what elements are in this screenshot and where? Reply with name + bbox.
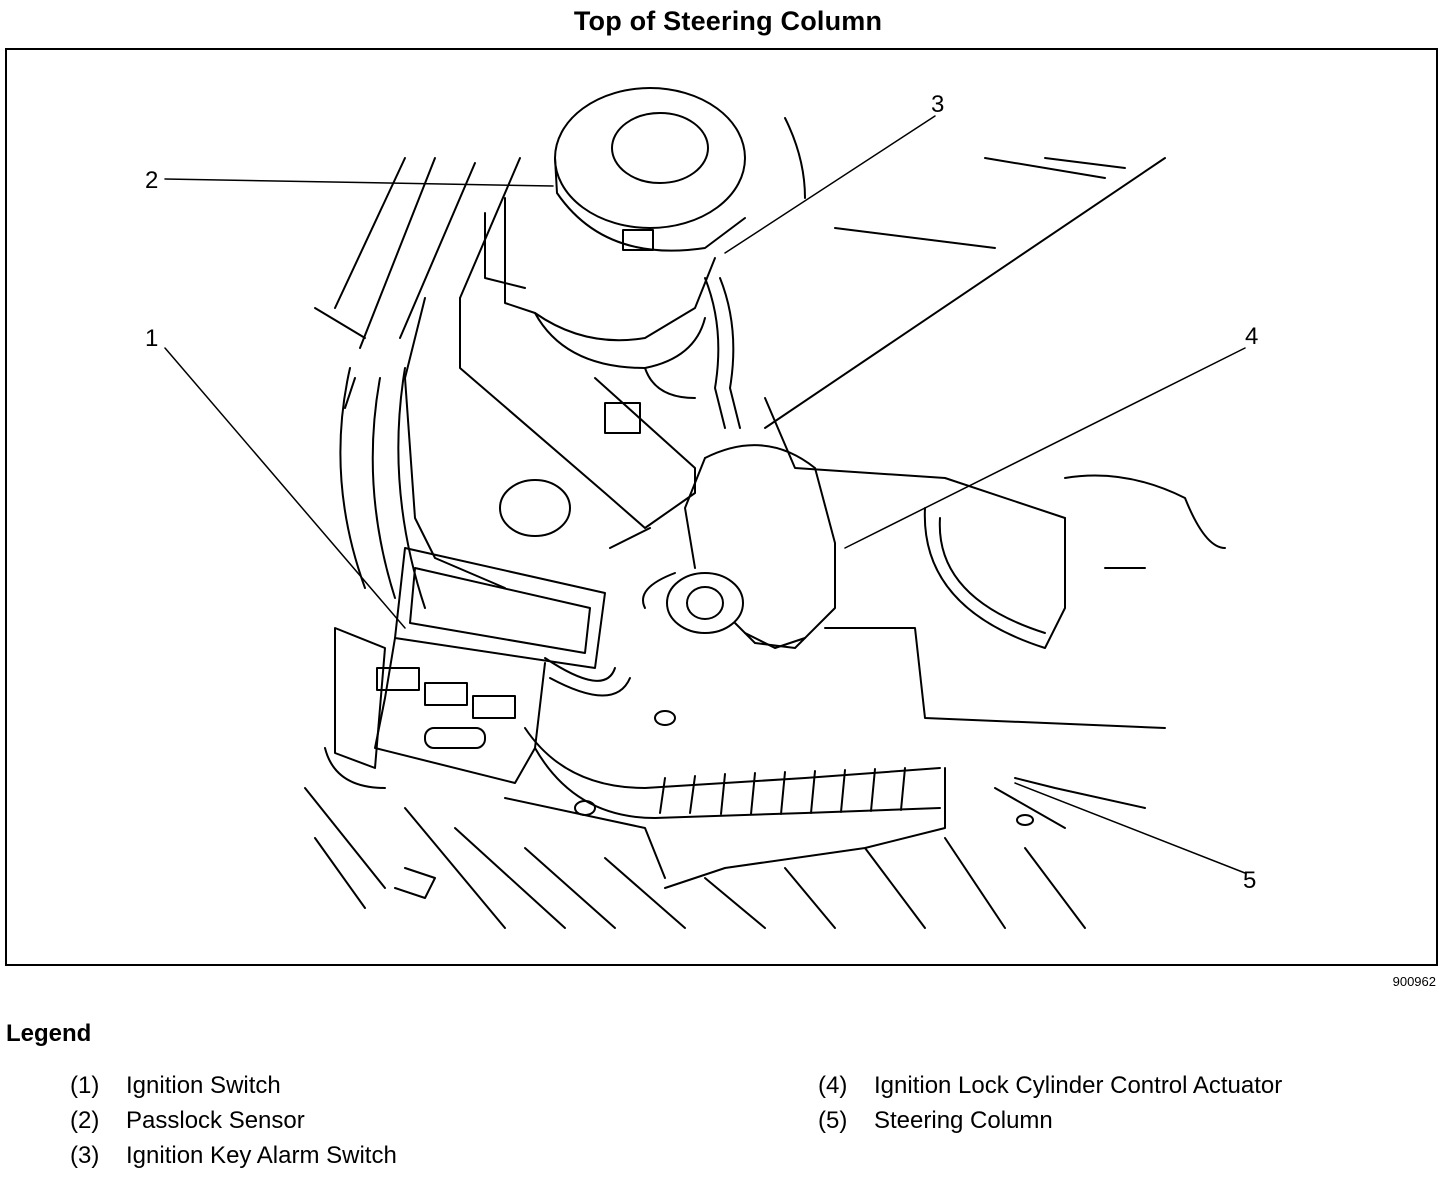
column-body xyxy=(404,297,696,589)
figure-id: 900962 xyxy=(1392,974,1436,989)
steering-column-base xyxy=(504,710,1146,889)
legend-item-number: (5) xyxy=(818,1107,848,1134)
steering-column-illustration: 2 3 1 4 5 xyxy=(145,87,1258,929)
legend-item-number: (3) xyxy=(70,1142,100,1169)
callout-3: 3 xyxy=(931,91,944,118)
conduit-rings xyxy=(659,767,906,815)
legend-item-steering-column: (5) Steering Column xyxy=(818,1107,1053,1135)
left-hatching xyxy=(314,157,521,609)
bottom-hatching xyxy=(304,747,1086,929)
key-housing xyxy=(459,197,716,529)
legend-item-number: (4) xyxy=(818,1072,848,1099)
passlock-sensor xyxy=(554,87,746,252)
legend-item-label: Ignition Switch xyxy=(126,1072,281,1099)
ignition-switch xyxy=(334,547,606,784)
legend-item-number: (1) xyxy=(70,1072,100,1099)
legend-item-passlock-sensor: (2) Passlock Sensor xyxy=(70,1107,305,1135)
legend-item-label: Ignition Key Alarm Switch xyxy=(126,1142,397,1169)
legend-item-number: (2) xyxy=(70,1107,100,1134)
leader-lines xyxy=(164,115,1246,874)
legend-item-key-alarm-switch: (3) Ignition Key Alarm Switch xyxy=(70,1142,397,1170)
lock-cylinder-actuator xyxy=(609,444,836,649)
legend-title: Legend xyxy=(6,1020,92,1047)
right-structure xyxy=(764,117,1226,729)
callout-4: 4 xyxy=(1245,323,1258,350)
callout-5: 5 xyxy=(1243,867,1256,894)
illustration-frame xyxy=(5,48,1438,966)
legend-item-label: Passlock Sensor xyxy=(126,1107,305,1134)
legend-item-ignition-switch: (1) Ignition Switch xyxy=(70,1072,281,1100)
callout-1: 1 xyxy=(145,325,158,352)
legend-item-label: Ignition Lock Cylinder Control Actuator xyxy=(874,1072,1283,1099)
callout-2: 2 xyxy=(145,167,158,194)
legend-item-label: Steering Column xyxy=(874,1107,1053,1134)
legend-item-lock-cylinder-actuator: (4) Ignition Lock Cylinder Control Actuat… xyxy=(818,1072,1282,1100)
wire-harness xyxy=(524,277,941,819)
figure-title: Top of Steering Column xyxy=(573,6,883,36)
